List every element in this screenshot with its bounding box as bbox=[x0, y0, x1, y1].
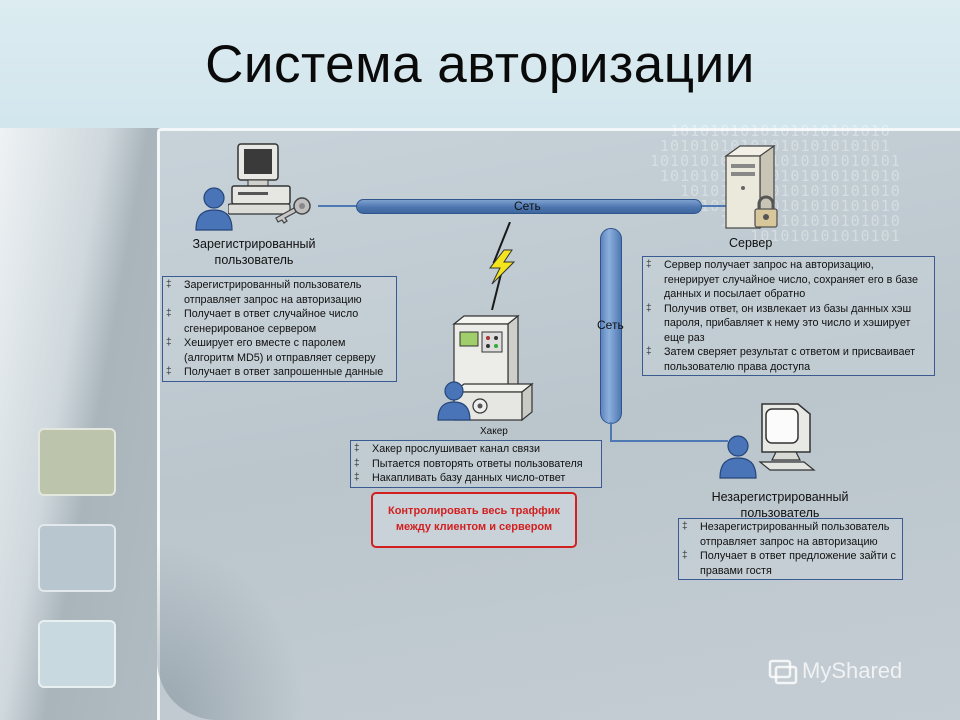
list-item: Получает в ответ случайное число сгенери… bbox=[166, 307, 393, 336]
unregistered-user-steps: Незарегистрированный пользователь отправ… bbox=[678, 518, 903, 580]
list-item: Получает в ответ предложение зайти с пра… bbox=[682, 549, 899, 578]
list-item: Получает в ответ запрошенные данные bbox=[166, 365, 393, 380]
link-bus-unregistered bbox=[610, 440, 728, 442]
myshared-logo-icon bbox=[768, 659, 798, 685]
list-item: Накапливать базу данных число-ответ bbox=[354, 471, 598, 486]
slide-header bbox=[0, 0, 960, 128]
list-item: Хеширует его вместе с паролем (алгоритм … bbox=[166, 336, 393, 365]
watermark-text: MyShared bbox=[802, 658, 903, 683]
lock-icon bbox=[754, 195, 778, 228]
monitor-icon bbox=[758, 403, 816, 471]
registered-user-label: Зарегистрированный пользователь bbox=[192, 237, 316, 267]
link-bus-server bbox=[700, 205, 730, 207]
registered-user-steps: Зарегистрированный пользователь отправля… bbox=[162, 276, 397, 382]
card-shadow bbox=[157, 540, 307, 720]
lightning-icon bbox=[488, 222, 516, 310]
warning-box: Контролировать весь траффик между клиент… bbox=[371, 492, 577, 548]
network-label-top: Сеть bbox=[514, 199, 541, 213]
deco-square-3 bbox=[38, 620, 116, 688]
deco-square-1 bbox=[38, 428, 116, 496]
hacker-label: Хакер bbox=[480, 426, 508, 437]
list-item: Хакер прослушивает канал связи bbox=[354, 442, 598, 457]
list-item: Пытается повторять ответы пользователя bbox=[354, 457, 598, 472]
unregistered-user-label: Незарегистрированный пользователь bbox=[711, 490, 849, 520]
list-item: Получив ответ, он извлекает из базы данн… bbox=[646, 302, 931, 346]
server-steps: Сервер получает запрос на авторизацию, г… bbox=[642, 256, 935, 376]
slide-title: Система авторизации bbox=[205, 35, 755, 94]
network-label-center: Сеть bbox=[597, 318, 624, 332]
device-icon bbox=[452, 314, 534, 422]
server-label: Сервер bbox=[729, 236, 773, 250]
list-item: Незарегистрированный пользователь отправ… bbox=[682, 520, 899, 549]
list-item: Зарегистрированный пользователь отправля… bbox=[166, 278, 393, 307]
network-bus-horizontal bbox=[356, 199, 702, 214]
user-icon bbox=[195, 187, 233, 231]
hacker-steps: Хакер прослушивает канал связи Пытается … bbox=[350, 440, 602, 488]
link-bus-down bbox=[610, 422, 612, 442]
computer-icon bbox=[228, 143, 291, 215]
list-item: Затем сверяет результат с ответом и прис… bbox=[646, 345, 931, 374]
user-icon bbox=[719, 435, 757, 479]
key-icon bbox=[275, 197, 311, 224]
list-item: Сервер получает запрос на авторизацию, г… bbox=[646, 258, 931, 302]
link-user-bus bbox=[318, 205, 358, 207]
binary-decoration: 1010101010101010101010 10101010101010101… bbox=[650, 124, 901, 244]
watermark: MyShared bbox=[768, 658, 902, 685]
deco-square-2 bbox=[38, 524, 116, 592]
user-icon bbox=[437, 381, 471, 421]
